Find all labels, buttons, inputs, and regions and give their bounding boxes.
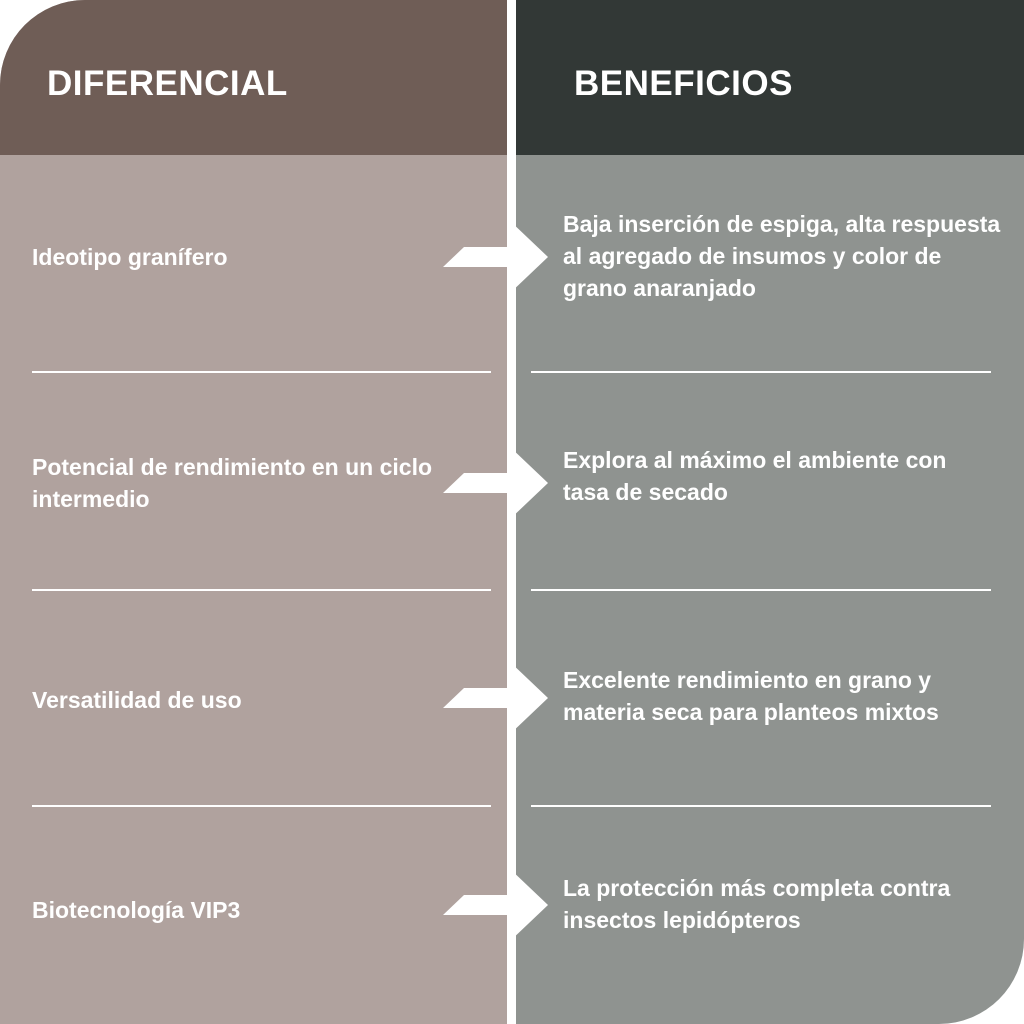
row-divider	[32, 805, 491, 807]
row-divider	[531, 371, 991, 373]
row-divider	[531, 589, 991, 591]
row-divider	[531, 805, 991, 807]
diferencial-column: DIFERENCIAL	[0, 0, 507, 1024]
beneficios-header: BENEFICIOS	[516, 0, 1024, 155]
beneficios-title: BENEFICIOS	[574, 64, 793, 103]
arrow-right-icon	[443, 660, 548, 736]
diferencial-item: Versatilidad de uso	[32, 687, 242, 713]
beneficio-item: La protección más completa contra insect…	[563, 875, 951, 933]
row-divider	[32, 371, 491, 373]
beneficio-item: Baja inserción de espiga, alta respuesta…	[563, 211, 1001, 301]
diferencial-title: DIFERENCIAL	[47, 64, 288, 103]
diferencial-header: DIFERENCIAL	[0, 0, 507, 155]
arrow-right-icon	[443, 445, 548, 521]
row-divider	[32, 589, 491, 591]
beneficio-item: Excelente rendimiento en grano y materia…	[563, 667, 939, 725]
beneficio-item: Explora al máximo el ambiente con tasa d…	[563, 447, 947, 505]
diferencial-item: Potencial de rendimiento en un ciclo int…	[32, 454, 433, 512]
diferencial-item: Ideotipo granífero	[32, 244, 228, 270]
arrow-right-icon	[443, 867, 548, 943]
beneficios-column: BENEFICIOS	[516, 0, 1024, 1024]
arrow-right-icon	[443, 219, 548, 295]
diferencial-item: Biotecnología VIP3	[32, 897, 241, 923]
